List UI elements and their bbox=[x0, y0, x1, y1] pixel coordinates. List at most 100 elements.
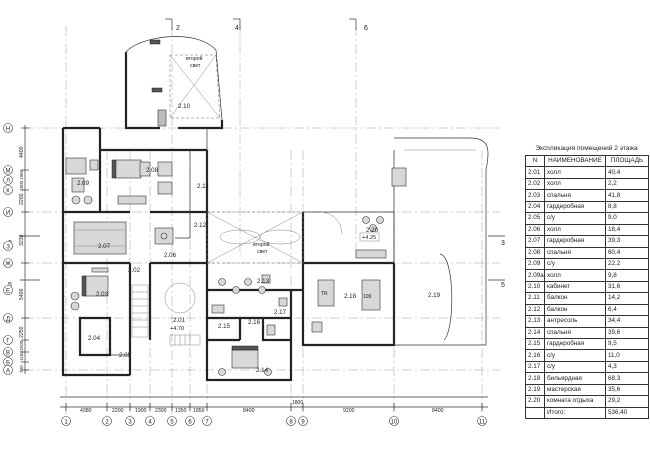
axis-bubble-И: И bbox=[6, 211, 10, 217]
cell-number bbox=[525, 406, 545, 420]
axis-bubble-5: 5 bbox=[170, 420, 174, 426]
cell-area: 2,2 bbox=[605, 177, 649, 191]
header-number: N bbox=[525, 154, 545, 168]
cell-name: гардеробная bbox=[544, 235, 606, 248]
room-2.18: 2.18 bbox=[344, 293, 357, 300]
dim-left-9: 1950 bbox=[19, 169, 24, 180]
room-2.12: 2.12 bbox=[194, 222, 207, 229]
room-schedule-title: Экспликация помещений 2 этажа bbox=[535, 145, 638, 152]
cell-number: 2.12 bbox=[525, 303, 545, 317]
cell-area: 11,0 bbox=[605, 349, 649, 362]
cell-name: спальня bbox=[544, 246, 606, 259]
furniture bbox=[65, 157, 387, 376]
cell-area: 60,4 bbox=[605, 246, 649, 259]
cell-name: Итого: bbox=[544, 406, 606, 420]
bottom-axis-bubbles: 1 2 3 4 5 6 7 8 9 10 11 bbox=[61, 416, 487, 426]
cell-name: с/у bbox=[544, 257, 606, 271]
dim-bottom-7: 8400 bbox=[243, 408, 255, 414]
room-2.06: 2.06 bbox=[164, 252, 177, 259]
axis-label-top-6: 6 bbox=[364, 25, 368, 32]
dim-bottom-4: 2300 bbox=[155, 408, 167, 414]
room-2.16: 2.16 bbox=[248, 319, 261, 326]
axis-bubble-4: 4 bbox=[148, 420, 152, 426]
dim-bottom-1: 4380 bbox=[80, 408, 92, 414]
cell-name: с/у bbox=[544, 360, 606, 374]
axis-bubble-Д: Д bbox=[6, 317, 10, 323]
cell-area: 40,4 bbox=[605, 166, 649, 179]
cell-number: 2.06 bbox=[525, 223, 545, 237]
cell-name: холл bbox=[544, 269, 606, 282]
cell-name: кабинет bbox=[544, 280, 606, 294]
header-name: НАИМЕНОВАНИЕ bbox=[544, 154, 606, 168]
tr-label: TR bbox=[321, 291, 328, 297]
section-marker-right-5: 5 bbox=[501, 282, 505, 289]
cell-number: 2.13 bbox=[525, 315, 545, 328]
dim-bottom-10: 8400 bbox=[432, 408, 444, 414]
section-marker-left-5: 5 bbox=[8, 282, 12, 289]
axis-bubble-Н: Н bbox=[6, 127, 10, 133]
cell-name: спальня bbox=[544, 189, 606, 202]
axis-bubble-Г: Г bbox=[6, 339, 10, 345]
cell-number: 2.02 bbox=[525, 177, 545, 191]
dim-bottom-9: 9200 bbox=[343, 408, 355, 414]
room-2.01: 2.01 bbox=[173, 317, 186, 324]
axis-bubble-Е: Е bbox=[6, 289, 10, 295]
room-2.10: 2.10 bbox=[178, 103, 191, 110]
cell-name: с/у bbox=[544, 212, 606, 225]
cell-number: 2.09a bbox=[525, 269, 545, 282]
cell-area: 29,2 bbox=[605, 395, 649, 408]
cell-number: 2.08 bbox=[525, 246, 545, 259]
cabinet-void bbox=[151, 54, 221, 127]
cell-name: гардеробная bbox=[544, 337, 606, 351]
top-axis-markers: 2 4 6 bbox=[165, 18, 368, 32]
axis-bubble-Ж: Ж bbox=[5, 262, 11, 268]
room-2.02: 2.02 bbox=[128, 267, 141, 274]
cell-area: 31,6 bbox=[605, 280, 649, 294]
cell-area: 35,6 bbox=[605, 383, 649, 397]
cell-area: 34,4 bbox=[605, 315, 649, 328]
axis-bubble-9: 9 bbox=[301, 420, 305, 426]
level-mark-2: +4.70 bbox=[170, 326, 184, 332]
axis-bubble-11: 11 bbox=[479, 420, 486, 426]
cell-area: 8,8 bbox=[605, 200, 649, 214]
dim-left-10: 700 bbox=[19, 365, 24, 373]
axis-bubble-7: 7 bbox=[205, 420, 209, 426]
dim-bottom-2: 2200 bbox=[112, 408, 124, 414]
cell-name: холл bbox=[544, 223, 606, 237]
axis-bubble-Л: Л bbox=[6, 179, 10, 185]
cell-number: 2.10 bbox=[525, 280, 545, 294]
axis-bubble-3: 3 bbox=[128, 420, 132, 426]
room-schedule: Экспликация помещений 2 этажа N НАИМЕНОВ… bbox=[525, 143, 649, 420]
dim-left-2: 2200 bbox=[19, 193, 25, 205]
room-2.08: 2.08 bbox=[146, 167, 159, 174]
cell-number: 2.09 bbox=[525, 257, 545, 271]
axis-bubble-В: В bbox=[6, 351, 10, 357]
axis-bubble-К: К bbox=[6, 189, 10, 195]
room-2.11: 2.11 bbox=[197, 183, 209, 190]
dim-bottom-8: 1800 bbox=[292, 400, 303, 406]
cell-number: 2.03 bbox=[525, 189, 545, 202]
dim-left-6: 1500 bbox=[19, 340, 24, 351]
note-second-light-mid-2: свет bbox=[257, 249, 268, 255]
note-second-light-mid-1: второй bbox=[253, 241, 270, 248]
dim-left-8: 1800 bbox=[19, 180, 24, 191]
cell-area: 18,4 bbox=[605, 223, 649, 237]
room-2.09: 2.09 bbox=[77, 180, 90, 187]
building-walls bbox=[61, 36, 489, 382]
header-area: ПЛОЩАДЬ bbox=[605, 154, 649, 168]
cell-number: 2.16 bbox=[525, 349, 545, 362]
room-labels: 2.10 2.09 2.08 2.11 2.12 2.07 2.06 2.20 … bbox=[77, 55, 441, 374]
dim-bottom-5: 1350 bbox=[175, 408, 187, 414]
room-2.05: 2.05 bbox=[119, 352, 132, 359]
room-2.20: 2.20 bbox=[366, 227, 379, 234]
room-2.04: 2.04 bbox=[88, 335, 101, 342]
